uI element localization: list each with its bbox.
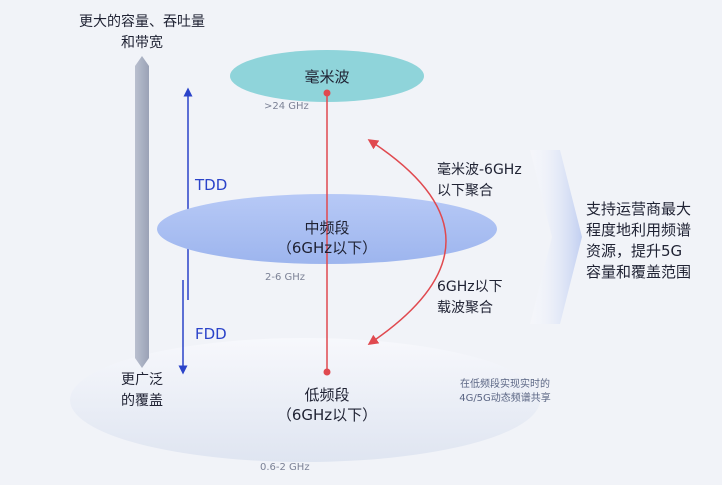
axis-bottom-label: 更广泛 的覆盖	[102, 370, 182, 412]
axis-top-label-line1: 更大的容量、吞吐量	[79, 14, 205, 30]
low-band-range: 0.6-2 GHz	[260, 462, 310, 473]
aggregation-upper-label: 毫米波-6GHz 以下聚合	[437, 160, 522, 202]
low-band-note-line2: 4G/5G动态频谱共享	[459, 393, 551, 404]
tdd-label: TDD	[195, 176, 228, 194]
mmwave-ellipse	[230, 50, 424, 102]
aggregation-lower-label: 6GHz以下 载波聚合	[437, 277, 503, 319]
conclusion-line4: 容量和覆盖范围	[586, 263, 692, 281]
mid-band-label: 中频段 （6GHz以下）	[247, 218, 407, 258]
fdd-label: FDD	[195, 325, 227, 343]
axis-bottom-label-line1: 更广泛	[121, 372, 163, 388]
low-band-label-line1: 低频段	[304, 386, 350, 404]
mid-band-label-line1: 中频段	[304, 219, 350, 237]
aggregation-lower-line1: 6GHz以下	[437, 279, 503, 295]
axis-bottom-label-line2: 的覆盖	[121, 393, 163, 409]
axis-bar	[135, 56, 149, 368]
low-band-label-line2: （6GHz以下）	[276, 406, 378, 424]
low-band-label: 低频段 （6GHz以下）	[247, 385, 407, 425]
aggregation-upper-line2: 以下聚合	[437, 183, 493, 199]
low-band-note: 在低频段实现实时的 4G/5G动态频谱共享	[430, 378, 580, 406]
axis-top-label-line2: 和带宽	[121, 35, 163, 51]
connector-dot-top	[323, 89, 331, 97]
mmwave-label: 毫米波	[304, 68, 350, 86]
mid-band-range: 2-6 GHz	[265, 272, 306, 283]
aggregation-arc	[367, 139, 447, 345]
conclusion-line3: 资源，提升5G	[586, 242, 683, 260]
conclusion-line1: 支持运营商最大	[586, 200, 692, 218]
axis-top-label: 更大的容量、吞吐量 和带宽	[60, 12, 224, 54]
aggregation-lower-line2: 载波聚合	[437, 300, 493, 316]
low-band-note-line1: 在低频段实现实时的	[460, 379, 550, 390]
low-band-ellipse	[70, 338, 540, 462]
conclusion-line2: 程度地利用频谱	[586, 221, 692, 239]
mid-band-label-line2: （6GHz以下）	[276, 239, 378, 257]
conclusion-text: 支持运营商最大 程度地利用频谱 资源，提升5G 容量和覆盖范围	[586, 199, 691, 283]
connector-dot-bottom	[323, 368, 331, 376]
mmwave-range: >24 GHz	[264, 101, 309, 112]
aggregation-upper-line1: 毫米波-6GHz	[437, 162, 522, 178]
conclusion-chevron	[530, 150, 582, 324]
